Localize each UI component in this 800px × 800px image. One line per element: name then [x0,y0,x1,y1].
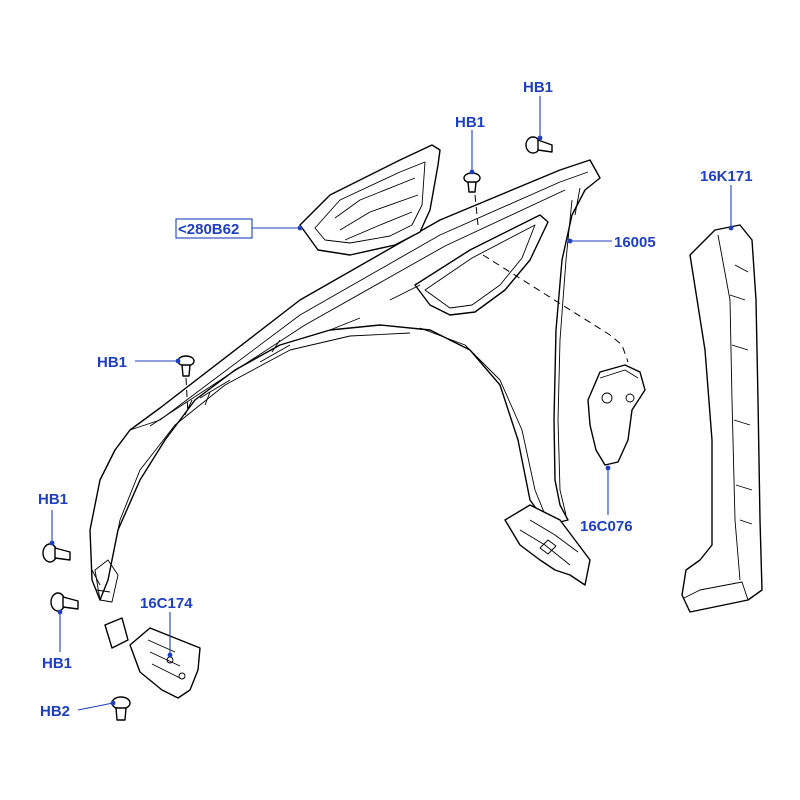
callout-280b62[interactable]: <280B62 [178,221,239,238]
callout-hb1-bottom-left[interactable]: HB1 [42,655,72,672]
fender-liner-strip [681,224,763,613]
mounting-bracket-16c174 [104,617,201,699]
bolt-hb1-bottom-left [50,592,79,612]
bolt-hb2-bottom [111,696,131,721]
alignment-lines [185,194,629,416]
callout-hb1-top-right[interactable]: HB1 [523,79,553,96]
callout-16005[interactable]: 16005 [614,234,656,251]
callout-highlight-box [175,218,253,239]
callout-hb2[interactable]: HB2 [40,703,70,720]
callout-16c174[interactable]: 16C174 [140,595,193,612]
callout-hb1-lower-left[interactable]: HB1 [38,491,68,508]
callout-hb1-top-center[interactable]: HB1 [455,114,485,131]
bolt-hb1-top-center [463,172,481,193]
leader-lines [49,96,734,711]
bolt-hb1-top-right [525,136,553,154]
mounting-bracket-16c076 [587,364,646,466]
side-vent-assembly [299,144,441,256]
callout-16k171[interactable]: 16K171 [700,168,753,185]
callout-16c076[interactable]: 16C076 [580,518,633,535]
bolt-hb1-middle-left [177,355,195,377]
callout-hb1-middle-left[interactable]: HB1 [97,354,127,371]
bolt-hb1-lower-left [42,543,71,563]
front-fender-panel [89,159,601,603]
